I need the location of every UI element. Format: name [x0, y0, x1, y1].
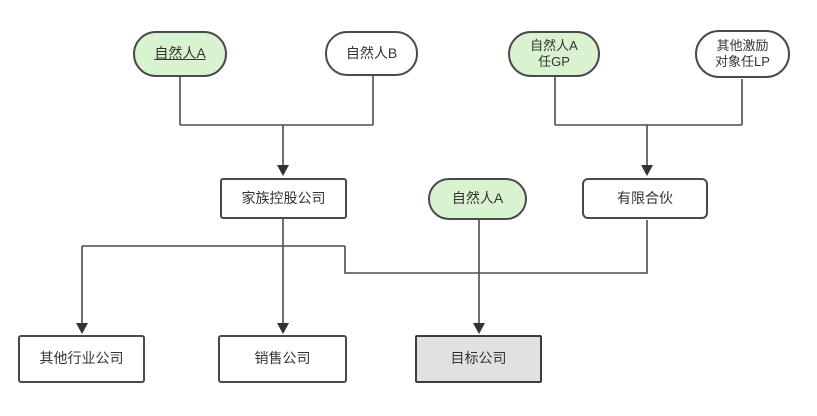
node-label: 自然人A [451, 190, 504, 207]
arrowhead-down-icon [473, 323, 485, 334]
connector-family-holding-to-subsidiaries [81, 219, 345, 325]
arrowhead-down-icon [641, 165, 653, 176]
node-label: 有限合伙 [617, 189, 673, 206]
arrowhead-down-icon [277, 323, 289, 334]
connector-persons-to-family-holding [179, 75, 374, 167]
node-person-b: 自然人B [325, 31, 418, 76]
node-label: 其他激励 对象任LP [715, 37, 770, 69]
node-person-a-mid: 自然人A [428, 178, 527, 220]
node-label: 自然人B [345, 44, 398, 61]
node-label: 自然人A [154, 45, 206, 62]
node-label: 家族控股公司 [241, 189, 326, 206]
node-label: 目标公司 [450, 350, 507, 367]
node-target-company: 目标公司 [415, 335, 542, 383]
node-label: 自然人A 任GP [530, 37, 578, 69]
node-person-a-gp: 自然人A 任GP [508, 31, 600, 77]
connector-joint-to-target [344, 220, 648, 325]
node-label: 其他行业公司 [39, 350, 124, 367]
node-other-industry-company: 其他行业公司 [18, 335, 145, 383]
node-limited-partnership: 有限合伙 [582, 178, 708, 219]
node-label: 销售公司 [254, 350, 311, 367]
node-sales-company: 销售公司 [218, 335, 347, 383]
arrowhead-down-icon [76, 323, 88, 334]
connector-partners-to-limited-partnership [554, 77, 743, 167]
node-person-a-top: 自然人A [133, 31, 227, 77]
node-incentive-lp: 其他激励 对象任LP [695, 30, 790, 78]
node-family-holding: 家族控股公司 [220, 178, 347, 219]
arrowhead-down-icon [277, 165, 289, 176]
